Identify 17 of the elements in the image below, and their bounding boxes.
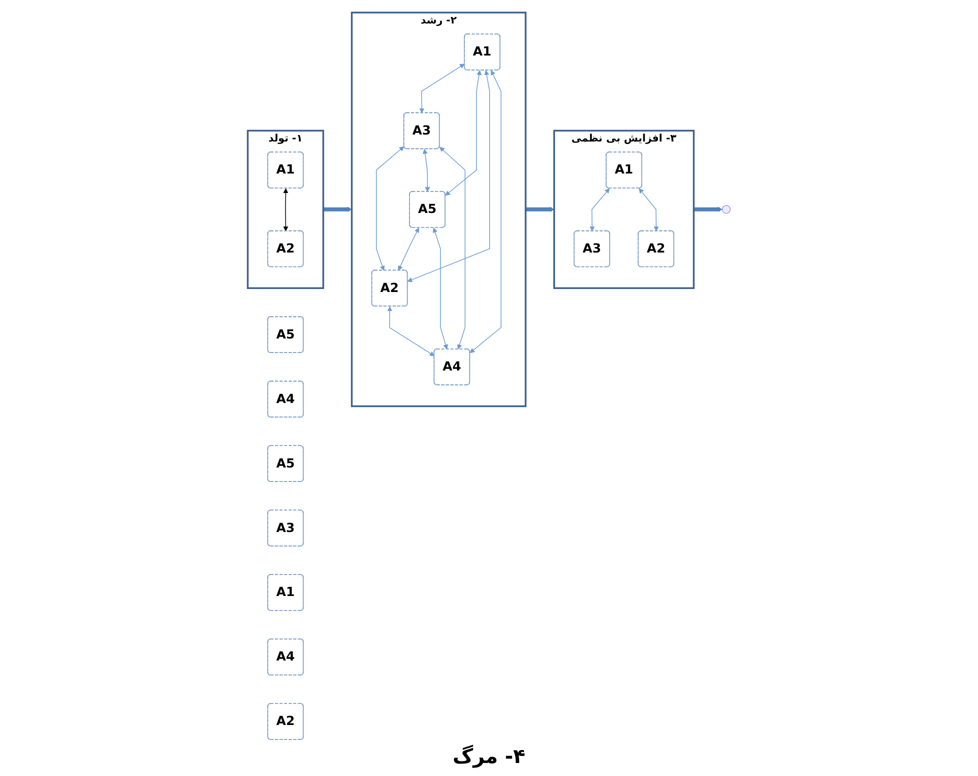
arrow — [283, 188, 288, 232]
arrow — [419, 64, 465, 114]
arrow — [694, 206, 722, 212]
arrow — [387, 306, 435, 356]
arrow — [445, 70, 482, 196]
arrow — [439, 146, 466, 350]
arrow — [432, 228, 448, 350]
arrow — [323, 206, 352, 212]
arrow — [638, 188, 659, 232]
arrow — [526, 206, 554, 212]
arrow — [407, 70, 490, 282]
arrow — [470, 70, 502, 354]
arrow — [376, 146, 404, 271]
arrow — [590, 188, 610, 232]
stage-label: ۴- مرگ — [452, 744, 526, 768]
arrow — [398, 228, 420, 271]
arrow — [422, 148, 430, 192]
